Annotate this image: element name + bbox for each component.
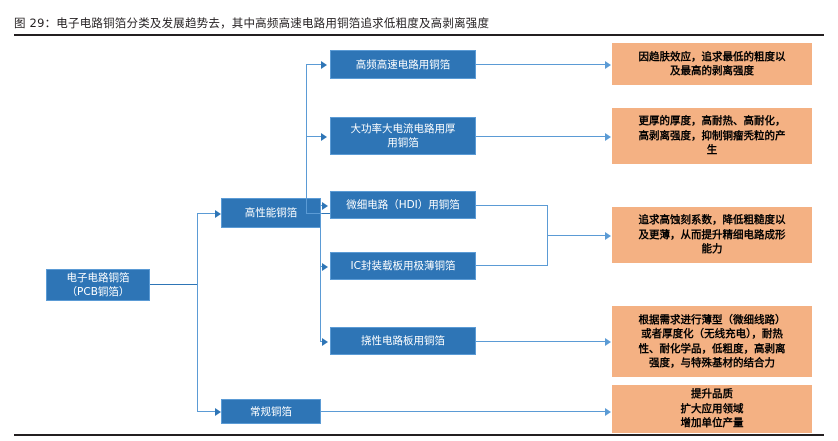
panel-requirement-conventional[interactable]: 提升品质 扩大应用领域 增加单位产量 [612, 385, 812, 433]
panel-requirement-high-frequency[interactable]: 因趋肤效应，追求最低的粗度以 及最高的剥离强度 [612, 43, 812, 85]
panel-requirement-flexible[interactable]: 根据需求进行薄型（微细线路） 或者厚度化（无线充电），耐热 性、耐化学品，低粗度… [612, 306, 812, 377]
node-leaf-4-label: IC封装载板用极薄铜箔 [350, 260, 456, 272]
arrow-to-leaf-3 [322, 201, 328, 210]
arrow-to-branch-1 [215, 209, 221, 218]
node-branch-2-label: 常规铜箔 [250, 405, 292, 418]
node-leaf-ic-substrate[interactable]: IC封装载板用极薄铜箔 [330, 252, 476, 280]
node-root-line1: 电子电路铜箔 [66, 272, 130, 284]
connector-fan-outer-base [306, 212, 322, 214]
arrow-to-leaf-5 [322, 337, 328, 346]
arrow-to-req-5 [605, 407, 611, 416]
node-leaf-3-label: 微细电路（HDI）用铜箔 [346, 199, 460, 211]
node-leaf-2-line1: 大功率大电流电路用厚 [350, 123, 456, 135]
node-leaf-flexible[interactable]: 挠性电路板用铜箔 [330, 327, 476, 355]
panel-4-line2: 或者厚度化（无线充电），耐热 [641, 328, 783, 340]
connector-fan-outer-vertical [306, 64, 308, 213]
panel-3-line2: 及更薄，从而提升精细电路成形 [638, 228, 786, 241]
panel-2-line1: 更厚的厚度，高耐热、高耐化， [638, 115, 786, 128]
panel-4-line3: 性、耐化学品，低粗度，高剥离 [638, 342, 786, 355]
connector-branch2-to-req5 [321, 411, 607, 413]
connector-leaf1-to-req1 [476, 64, 607, 66]
panel-requirement-high-power[interactable]: 更厚的厚度，高耐热、高耐化， 高剥离强度，抑制铜瘤秃粒的产 生 [612, 108, 812, 164]
panel-requirement-hdi-ic[interactable]: 追求高蚀刻系数，降低粗糙度以 及更薄，从而提升精细电路成形 能力 [612, 207, 812, 263]
panel-4-line4: 强度，与特殊基材的结合力 [649, 357, 775, 369]
arrow-to-branch-2 [215, 407, 221, 416]
panel-2-line2: 高剥离强度，抑制铜瘤秃粒的产 [638, 129, 786, 142]
panel-5-line3: 增加单位产量 [680, 417, 744, 430]
connector-root-stem [150, 284, 197, 286]
panel-2-line3: 生 [706, 144, 718, 157]
arrow-to-req-3 [605, 231, 611, 240]
arrow-to-leaf-2 [321, 132, 327, 141]
title-divider [14, 34, 824, 36]
panel-3-line1: 追求高蚀刻系数，降低粗糙度以 [638, 214, 786, 227]
panel-5-line2: 扩大应用领域 [680, 402, 744, 415]
panel-3-line3: 能力 [701, 243, 723, 256]
node-leaf-hdi[interactable]: 微细电路（HDI）用铜箔 [330, 191, 476, 219]
connector-leaf5-to-req4 [476, 341, 607, 343]
node-leaf-high-frequency[interactable]: 高频高速电路用铜箔 [330, 50, 476, 79]
connector-bracket-leaf3-leaf4 [476, 205, 548, 266]
node-leaf-5-label: 挠性电路板用铜箔 [361, 335, 445, 347]
arrow-to-req-1 [605, 60, 611, 69]
arrow-to-req-2 [605, 132, 611, 141]
panel-4-line1: 根据需求进行薄型（微细线路） [638, 313, 786, 326]
node-leaf-high-power[interactable]: 大功率大电流电路用厚 用铜箔 [330, 117, 476, 155]
figure-title: 图 29：电子电路铜箔分类及发展趋势去，其中高频高速电路用铜箔追求低粗度及高剥离… [14, 16, 490, 30]
node-leaf-1-label: 高频高速电路用铜箔 [355, 58, 451, 71]
panel-1-line1: 因趋肤效应，追求最低的粗度以 [638, 50, 786, 63]
arrow-to-leaf-1 [321, 60, 327, 69]
connector-to-leaf-1 [306, 64, 323, 66]
connector-leaf2-to-req2 [476, 136, 607, 138]
arrow-to-req-4 [605, 337, 611, 346]
connector-fan-inner-vertical [320, 205, 322, 341]
connector-trunk-to-branch-2 [197, 411, 217, 413]
node-root-line2: （PCB铜箔） [66, 286, 130, 298]
arrow-to-leaf-4 [322, 262, 328, 271]
node-branch-1-label: 高性能铜箔 [244, 207, 298, 219]
node-leaf-2-line2: 用铜箔 [387, 137, 419, 149]
connector-to-leaf-2 [306, 136, 323, 138]
node-branch-conventional[interactable]: 常规铜箔 [221, 399, 321, 424]
connector-trunk-to-branch-1 [197, 213, 217, 215]
footer-divider [14, 434, 824, 436]
panel-5-line1: 提升品质 [691, 388, 733, 401]
node-branch-high-performance[interactable]: 高性能铜箔 [221, 198, 321, 228]
node-root[interactable]: 电子电路铜箔 （PCB铜箔） [46, 269, 150, 301]
connector-trunk-vertical [197, 213, 199, 411]
connector-bracket-to-req3 [548, 235, 607, 237]
panel-1-line2: 及最高的剥离强度 [670, 65, 754, 77]
